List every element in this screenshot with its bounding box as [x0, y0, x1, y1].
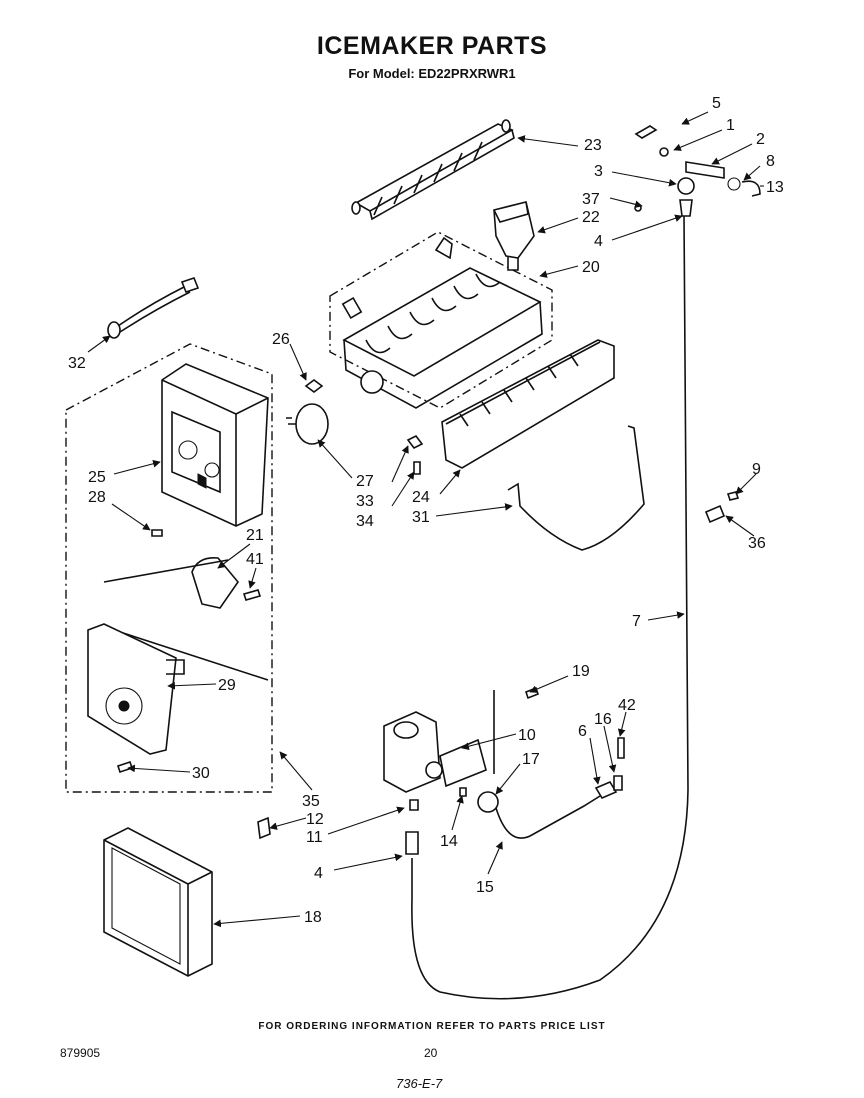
- ejector-part: [351, 119, 515, 221]
- wire-harness-part: [107, 277, 200, 339]
- handwritten-code: 736-E-7: [396, 1076, 443, 1091]
- callout-41: 41: [246, 551, 264, 568]
- callout-34: 34: [356, 513, 374, 530]
- callout-30: 30: [192, 765, 210, 782]
- callout-21: 21: [246, 527, 264, 544]
- callout-6: 6: [578, 723, 587, 740]
- callout-5: 5: [712, 95, 721, 112]
- callout-23: 23: [584, 137, 602, 154]
- callout-16: 16: [594, 711, 612, 728]
- callout-29: 29: [218, 677, 236, 694]
- callout-3: 3: [594, 163, 603, 180]
- callout-35: 35: [302, 793, 320, 810]
- callout-10: 10: [518, 727, 536, 744]
- motor-assembly-outline: [65, 343, 273, 793]
- water-valve-part: [383, 690, 625, 839]
- callout-22: 22: [582, 209, 600, 226]
- hardware-parts: [116, 379, 424, 774]
- callout-27: 27: [356, 473, 374, 490]
- control-housing-part: [161, 363, 269, 527]
- filter-part: [103, 827, 213, 977]
- motor-part: [286, 403, 329, 445]
- callout-37: 37: [582, 191, 600, 208]
- callout-25: 25: [88, 469, 106, 486]
- shutoff-arm-part: [507, 425, 645, 551]
- callout-11: 11: [306, 829, 323, 846]
- callout-2: 2: [756, 131, 765, 148]
- callout-labels: 5 1 2 3 8 13 37 23 22 4 20 26 32 25 28 2…: [68, 95, 784, 926]
- support-plate-part: [87, 623, 185, 755]
- callout-24: 24: [412, 489, 430, 506]
- page-title: ICEMAKER PARTS: [316, 32, 548, 60]
- callout-1: 1: [726, 117, 735, 134]
- callout-31: 31: [412, 509, 430, 526]
- callout-42: 42: [618, 697, 636, 714]
- callout-18: 18: [304, 909, 322, 926]
- ordering-note: FOR ORDERING INFORMATION REFER TO PARTS …: [258, 1021, 606, 1032]
- valve-fittings-part: [257, 491, 740, 855]
- callout-4-upper: 4: [594, 233, 603, 250]
- callout-32: 32: [68, 355, 86, 372]
- inlet-fittings-part: [634, 125, 761, 217]
- document-number: 879905: [60, 1046, 101, 1060]
- callout-33: 33: [356, 493, 374, 510]
- callout-36: 36: [748, 535, 766, 552]
- callout-15: 15: [476, 879, 494, 896]
- callout-8: 8: [766, 153, 775, 170]
- water-line-tube: [411, 215, 689, 1000]
- fill-cup-part: [493, 201, 535, 259]
- callout-9: 9: [752, 461, 761, 478]
- model-subtitle: For Model: ED22PRXRWR1: [348, 66, 516, 81]
- leader-lines: [87, 111, 764, 928]
- page-number: 20: [424, 1046, 438, 1060]
- callout-13: 13: [766, 179, 784, 196]
- callout-14: 14: [440, 833, 458, 850]
- ice-mold-part: [329, 231, 553, 409]
- stripper-part: [441, 339, 615, 469]
- callout-28: 28: [88, 489, 106, 506]
- callout-4-lower: 4: [314, 865, 323, 882]
- callout-7: 7: [632, 613, 641, 630]
- callout-20: 20: [582, 259, 600, 276]
- callout-12: 12: [306, 811, 324, 828]
- callout-26: 26: [272, 331, 290, 348]
- callout-17: 17: [522, 751, 540, 768]
- gear-motor-part: [103, 556, 269, 681]
- callout-19: 19: [572, 663, 590, 680]
